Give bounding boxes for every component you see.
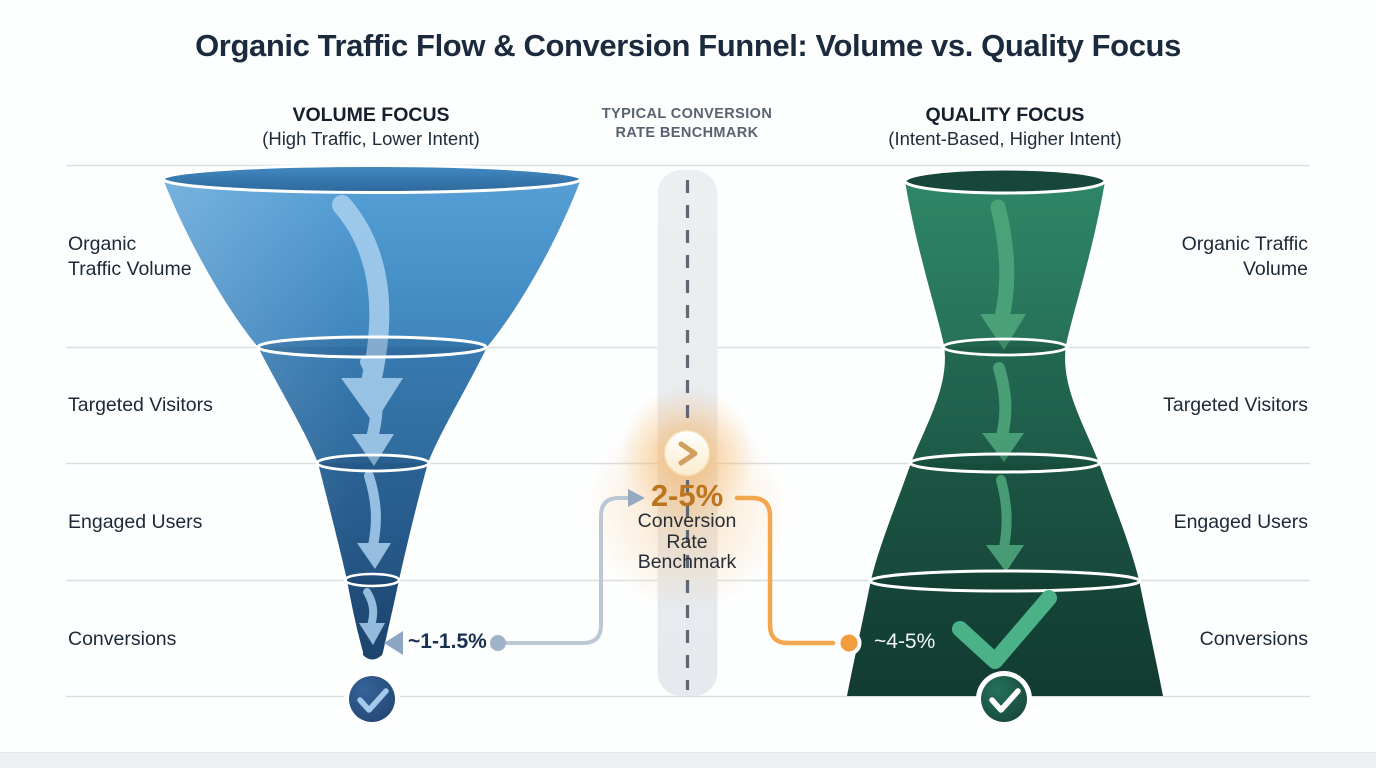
volume-focus-header: VOLUME FOCUS (High Traffic, Lower Intent… — [171, 104, 571, 150]
stage-label-targeted-visitors: Targeted Visitors — [1163, 394, 1308, 416]
benchmark-header: TYPICAL CONVERSION RATE BENCHMARK — [601, 106, 773, 141]
checkmark-icon — [976, 671, 1032, 727]
quality-focus-heading: QUALITY FOCUS — [925, 104, 1085, 126]
quality-funnel-rim — [903, 167, 1107, 195]
connector-left — [490, 489, 645, 651]
benchmark-label: Conversion Rate Benchmark — [637, 510, 737, 573]
down-arrow-icon — [980, 199, 1026, 572]
quality-conversion-rate: ~4-5% — [874, 630, 936, 653]
volume-focus-subheading: (High Traffic, Lower Intent) — [262, 128, 480, 149]
volume-conversion-rate: ~1-1.5% — [408, 630, 487, 653]
stage-label-engaged-users: Engaged Users — [1173, 511, 1308, 533]
connector-dot — [836, 630, 862, 656]
stage-label-engaged-users: Engaged Users — [68, 511, 203, 533]
page-title: Organic Traffic Flow & Conversion Funnel… — [195, 28, 1181, 63]
volume-funnel-rim — [161, 164, 583, 194]
connector-dot — [490, 635, 506, 651]
chevron-right-icon — [663, 429, 711, 477]
checkmark-icon — [952, 590, 1057, 669]
bottom-strip — [0, 752, 1376, 768]
quality-focus-subheading: (Intent-Based, Higher Intent) — [888, 128, 1122, 149]
down-arrow-icon — [332, 195, 403, 645]
stage-label-targeted-visitors: Targeted Visitors — [68, 394, 213, 416]
stage-label-organic-traffic: Organic Traffic Volume — [68, 233, 192, 280]
checkmark-icon — [344, 671, 400, 727]
funnel-tip-pointer-icon — [384, 631, 403, 655]
quality-focus-header: QUALITY FOCUS (Intent-Based, Higher Inte… — [805, 104, 1205, 150]
stage-label-organic-traffic: Organic Traffic Volume — [1181, 233, 1308, 280]
connector-right — [734, 495, 862, 656]
stage-label-conversions: Conversions — [1199, 628, 1308, 650]
volume-focus-heading: VOLUME FOCUS — [292, 104, 450, 126]
stage-label-conversions: Conversions — [68, 628, 177, 650]
benchmark-value: 2-5% — [650, 478, 724, 513]
arrow-right-icon — [628, 489, 645, 507]
